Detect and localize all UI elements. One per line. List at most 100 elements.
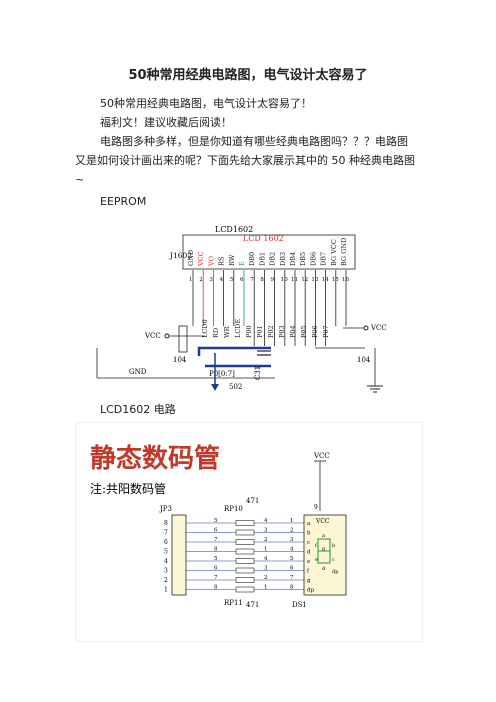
lcd-header-box: [182, 234, 356, 270]
capacitor-label: C31: [254, 366, 262, 380]
signal-lcd0: LCD0: [201, 319, 209, 338]
section-heading-eeprom: EEPROM: [100, 195, 147, 208]
rp-right-pin-8: 1: [264, 585, 268, 591]
ds1-label: DS1: [292, 601, 307, 609]
rp-left-pin-2: 6: [214, 528, 218, 534]
resistor-element-2: [235, 529, 255, 536]
rp-right-pin-2: 3: [264, 528, 268, 534]
rp-left-pin-3: 7: [214, 537, 218, 543]
seg-name-e: e: [307, 559, 310, 565]
ds1-pin-8: 8: [290, 585, 294, 591]
segment-note: 注:共阳数码管: [90, 481, 166, 496]
rp-left-pin-6: 6: [214, 566, 218, 572]
ds1-pin-1: 1: [290, 518, 294, 524]
rp-right-pin-1: 4: [264, 518, 268, 524]
signal-p03: P03: [278, 325, 286, 338]
pin-name-5: RW: [228, 254, 236, 266]
pot-value: 502: [229, 383, 242, 391]
pin-name-1: GND: [187, 250, 195, 266]
pin-number-5: 5: [230, 277, 234, 283]
pin-name-6: E: [238, 261, 246, 266]
caption-lcd1602: LCD1602 电路: [100, 403, 176, 416]
pin-number-8: 8: [260, 277, 264, 283]
rp-right-pin-3: 2: [264, 537, 268, 543]
paragraph-question-line3: ~: [75, 173, 85, 186]
p0-bus-label: P0[0:7]: [209, 370, 235, 378]
seg-name-dp: dp: [307, 588, 315, 594]
signal-lcde: LCDE: [234, 318, 242, 338]
jp3-pin-4: 4: [164, 558, 168, 565]
pin-name-11: DB4: [289, 252, 297, 266]
jp3-pin-8: 8: [164, 520, 168, 527]
jp3-connector: [171, 514, 187, 596]
gnd-label: GND: [129, 368, 147, 376]
vcc-top-label: VCC: [313, 452, 330, 460]
ds1-vcc-label: VCC: [315, 518, 330, 525]
rp10-value: 471: [246, 497, 259, 505]
resistor-element-3: [235, 539, 255, 545]
digit-seg-a: a: [322, 533, 325, 539]
rp-left-pin-1: 5: [214, 518, 218, 524]
jp3-pin-2: 2: [164, 577, 168, 584]
rp-left-pin-7: 7: [214, 575, 218, 581]
rp-left-pin-4: 8: [214, 547, 218, 553]
seg-name-a: a: [307, 521, 311, 527]
static-segment-schematic: 静态数码管 注:共阳数码管 VCC 9 JP3 RP10 471 RP11 47…: [75, 422, 423, 642]
digit-seg-f: f: [315, 543, 318, 549]
rp-right-pin-4: 1: [264, 547, 268, 553]
segment-heading: 静态数码管: [90, 443, 220, 474]
signal-p01: P01: [256, 325, 264, 338]
pin-number-1: 1: [189, 277, 193, 283]
pin-number-3: 3: [209, 277, 213, 283]
ds1-pin-3: 3: [290, 537, 294, 543]
digit-seg-dp: dp: [332, 569, 338, 575]
signal-p04: P04: [289, 325, 297, 338]
paragraph-intro: 50种常用经典电路图，电气设计太容易了！: [100, 97, 312, 110]
signal-wr: WR: [223, 325, 231, 338]
ds1-pin-7: 7: [290, 575, 294, 581]
pin-name-9: DB2: [269, 252, 277, 266]
rp-right-pin-5: 4: [264, 556, 268, 562]
resistor-left: [178, 325, 188, 353]
resistor-element-7: [235, 577, 255, 583]
vcc-left-terminal: [164, 333, 170, 339]
jp3-pin-6: 6: [164, 539, 168, 546]
digit-seg-e: e: [315, 557, 318, 563]
pin-name-12: DB5: [299, 252, 307, 266]
pin-name-13: DB6: [309, 252, 317, 266]
vcc-right-label: VCC: [370, 324, 387, 332]
pin-name-14: DB7: [320, 252, 328, 266]
signal-p05: P05: [300, 325, 308, 338]
pin-name-16: BG GND: [340, 238, 348, 266]
signal-p07: P07: [322, 325, 330, 338]
lcd-title: LCD1602: [215, 225, 253, 234]
pin-number-4: 4: [220, 277, 224, 283]
seven-segment-digit-icon: [317, 538, 331, 564]
pin-number-9: 9: [271, 277, 275, 283]
signal-p00: P00: [245, 325, 253, 338]
jp3-pin-1: 1: [164, 587, 168, 594]
rp10-label: RP10: [224, 505, 243, 513]
jp3-pin-3: 3: [164, 568, 168, 575]
signal-rd: RD: [212, 328, 220, 338]
ds1-pin-2: 2: [290, 528, 294, 534]
pin-name-2: VCC: [197, 251, 205, 267]
ds1-pin-5: 5: [290, 556, 294, 562]
ds1-display-box: [303, 514, 347, 596]
pin-number-12: 12: [301, 277, 308, 283]
pin-name-10: DB3: [279, 252, 287, 266]
vcc-left-label: VCC: [144, 332, 161, 340]
digit-seg-g: g: [322, 546, 326, 552]
resistor-element-6: [235, 567, 255, 574]
resistor-element-5: [235, 558, 255, 564]
rp-right-pin-6: 3: [264, 566, 268, 572]
rp-right-pin-7: 2: [264, 575, 268, 581]
signal-p06: P06: [311, 325, 319, 338]
rp11-label: RP11: [224, 599, 243, 607]
seg-name-d: d: [307, 550, 311, 556]
seg-name-b: b: [307, 531, 311, 537]
